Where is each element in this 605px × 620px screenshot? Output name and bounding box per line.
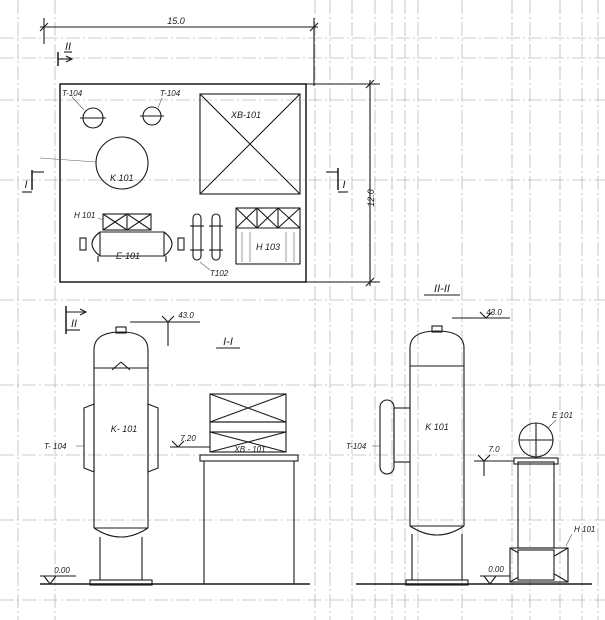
t104-plan-b-label: T-104 [160, 89, 181, 98]
t104-plan-a: T-104 [62, 89, 106, 129]
t104-sec1-label: T- 104 [44, 442, 67, 451]
section-title-i-i: I-I [223, 336, 233, 348]
section-title-ii-ii: II-II [434, 283, 450, 295]
elevation-top-2-label: 43.0 [486, 308, 502, 317]
elevation-e101: 7.0 [474, 445, 514, 476]
ground-1: 0.00 [40, 566, 310, 585]
xb101-sec1-label: XB - 101 [233, 445, 265, 454]
section-label-ii-top: II [65, 41, 71, 53]
elevation-e101-label: 7.0 [488, 445, 500, 454]
k101-sec1-label: K- 101 [111, 424, 138, 434]
plan-view: 15.0 12.0 II I I [22, 16, 380, 287]
t104-drum-sec2: T-104 [346, 399, 410, 475]
section-marker-i-right: I [326, 168, 348, 193]
xb101-plan: XB-101 [199, 93, 301, 195]
t102-plan-label: T102 [210, 269, 229, 278]
ground-2-label: 0.00 [488, 565, 504, 574]
t102-plan: T102 [190, 213, 229, 278]
xb101-plan-label: XB-101 [230, 110, 261, 120]
elevation-platform: 7.20 [170, 434, 210, 448]
e101-sec2: E 101 [513, 411, 573, 549]
section-label-i-right: I [342, 179, 345, 191]
h103-plan: H 103 [235, 207, 301, 265]
e101-plan-label: E-101 [116, 251, 140, 261]
ground-2: 0.00 [356, 565, 592, 585]
section-label-i-left: I [24, 179, 27, 191]
k101-column-sec1: K- 101 [89, 326, 153, 586]
section-marker-ii-top: II [57, 41, 74, 66]
elevation-top-2: 43.0 [452, 308, 510, 319]
elevation-platform-label: 7.20 [180, 434, 196, 443]
t104-plan-b: T-104 [140, 89, 181, 126]
ground-1-label: 0.00 [54, 566, 70, 575]
dimension-width-label: 15.0 [167, 16, 185, 26]
section-i-i: II I-I 43.0 K- 101 [40, 306, 310, 586]
h103-plan-label: H 103 [256, 242, 280, 252]
support-structure-sec1 [199, 454, 299, 585]
section-ii-ii: II-II 43.0 K 101 [346, 283, 595, 586]
section-marker-i-left: I [22, 170, 44, 193]
t104-sec2-label: T-104 [346, 442, 367, 451]
xb101-cooler-sec1: XB - 101 [209, 393, 287, 454]
t104-side-drums-sec1: T- 104 [44, 403, 159, 473]
dimension-width: 15.0 [39, 16, 319, 86]
e101-plan: E-101 [79, 231, 185, 262]
section-marker-ii-bottom: II [65, 306, 88, 334]
elevation-top-1-label: 43.0 [178, 311, 194, 320]
plan-frame [59, 83, 307, 283]
section-label-ii-bottom: II [71, 318, 77, 330]
dimension-height: 12.0 [305, 79, 380, 287]
k101-plan: K 101 [39, 136, 149, 190]
t104-plan-a-label: T-104 [62, 89, 83, 98]
h101-sec2-label: H 101 [574, 525, 595, 534]
h101-plan: H 101 [74, 211, 152, 231]
h101-plan-label: H 101 [74, 211, 95, 220]
dimension-height-label: 12.0 [366, 189, 376, 207]
k101-column-sec2: K 101 [405, 325, 469, 586]
k101-plan-label: K 101 [110, 173, 134, 183]
h101-sec2: H 101 [509, 525, 595, 583]
e101-sec2-label: E 101 [552, 411, 573, 420]
k101-sec2-label: K 101 [425, 422, 449, 432]
elevation-top-1: 43.0 [130, 311, 200, 346]
